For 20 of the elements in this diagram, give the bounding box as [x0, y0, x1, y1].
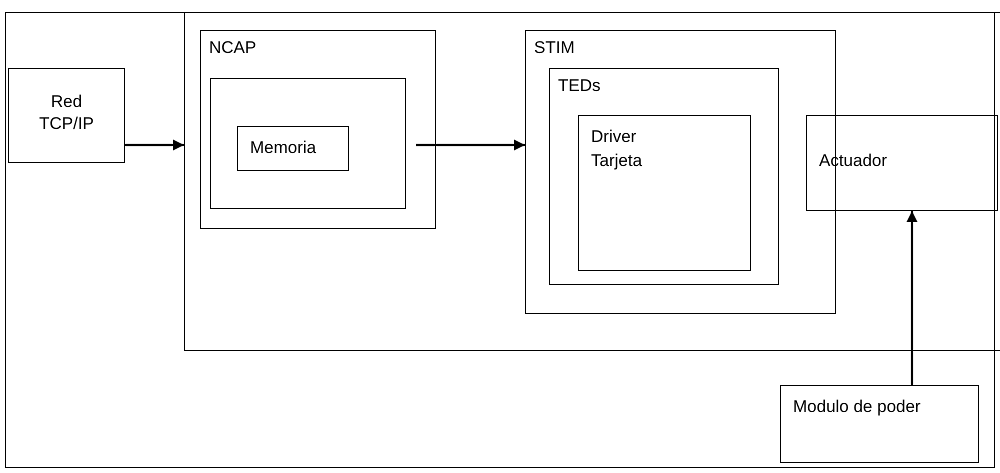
box-label: Tarjeta	[591, 150, 642, 172]
network-box	[8, 68, 125, 163]
system-box	[184, 12, 1000, 351]
arrow	[906, 211, 918, 385]
memory-box	[237, 126, 349, 171]
board-box	[210, 78, 406, 209]
box-label: Driver	[591, 126, 636, 148]
box-label: STIM	[534, 37, 575, 59]
power-module-box	[780, 385, 979, 463]
arrow	[416, 140, 525, 150]
arrow	[125, 140, 184, 150]
box-label: Memoria	[250, 137, 316, 159]
actuator-box	[806, 115, 998, 211]
component-box	[578, 115, 751, 271]
box-label: Modulo de poder	[793, 396, 922, 418]
ncap-box	[200, 30, 436, 229]
box-label: Red TCP/IP	[38, 91, 95, 135]
box-label: NCAP	[209, 37, 256, 59]
teds-box	[549, 68, 779, 285]
box-label: TEDs	[558, 75, 600, 97]
